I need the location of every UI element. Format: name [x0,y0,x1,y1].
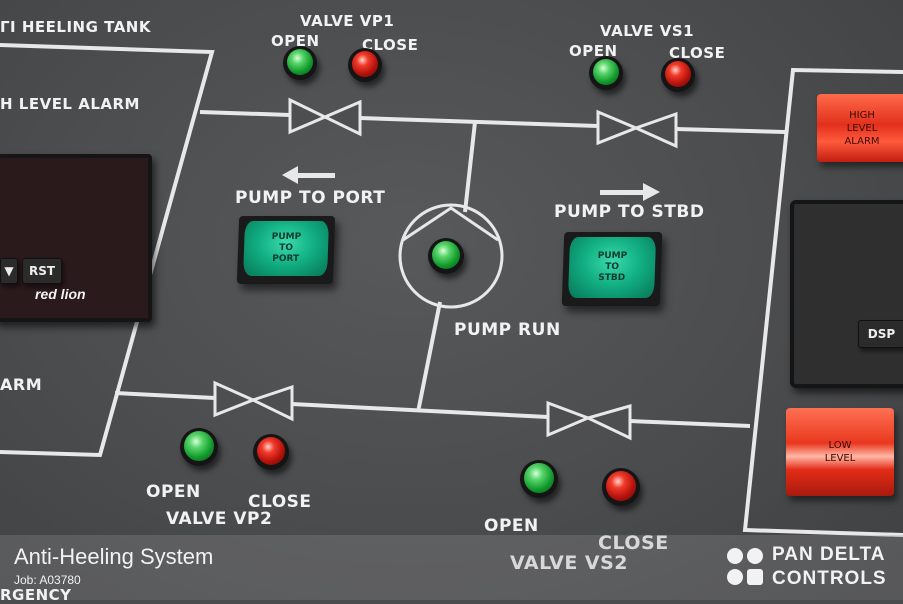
pump-to-stbd-button-line3: STBD [598,273,626,283]
valve-vp1-symbol-right [321,99,362,137]
high-level-alarm-line1: HIGH [849,109,875,121]
left-high-level-alarm-label: H LEVEL ALARM [0,95,140,113]
low-level-line2: LEVEL [824,453,856,464]
valve-vp1-close-label: CLOSE [362,36,419,54]
company-name-line2: CONTROLS [772,568,887,589]
pump-to-stbd-button[interactable]: PUMP TO STBD [561,232,663,306]
valve-vp2-close-indicator [253,434,289,470]
valve-vp1-label: VALVE VP1 [300,12,395,30]
valve-vs2-close-indicator [602,468,640,506]
valve-vp1-symbol-left [288,97,329,135]
high-level-alarm-line3: ALARM [844,135,880,147]
low-level-line1: LOW [828,440,852,451]
valve-vp1-open-label: OPEN [271,32,320,50]
footer-title: Anti-Heeling System [14,544,214,569]
brand-logo: red lion [35,286,86,302]
valve-vs1-open-indicator [589,56,623,90]
pump-to-port-button[interactable]: PUMP TO PORT [236,216,336,284]
valve-vp2-label: VALVE VP2 [166,509,273,529]
pump-to-stbd-button-line2: TO [604,262,620,272]
high-level-alarm-indicator: HIGH LEVEL ALARM [817,94,903,162]
footer-bar [0,535,903,600]
valve-vs2-open-indicator [520,460,558,498]
valve-vp2-close-label: CLOSE [248,492,312,512]
pump-run-label: PUMP RUN [454,320,561,340]
dsp-button[interactable]: DSP [858,320,903,348]
valve-vs2-close-label: CLOSE [598,532,669,554]
pump-to-port-button-line2: TO [278,243,294,253]
valve-vs2-label: VALVE VS2 [510,552,629,574]
company-name-line1: PAN DELTA [772,544,886,565]
valve-vp2-open-indicator [180,428,218,466]
high-level-alarm-line2: LEVEL [846,122,878,134]
rst-button[interactable]: RST [22,258,62,284]
valve-vp1-close-indicator [348,48,382,82]
down-arrow-button[interactable]: ▼ [0,258,18,284]
pump-to-port-button-line3: PORT [272,254,300,264]
valve-vs2-open-label: OPEN [484,516,539,536]
digital-display [0,154,152,322]
pump-to-stbd-label: PUMP TO STBD [554,202,705,222]
company-logo-icon [727,548,763,585]
valve-vs1-open-label: OPEN [569,42,618,60]
valve-vp1-open-indicator [283,46,317,80]
valve-vp2-open-label: OPEN [146,482,201,502]
pump-run-indicator [428,238,464,274]
low-level-indicator: LOW LEVEL [786,408,894,496]
tank-title: ΓI HEELING TANK [0,18,151,36]
emergency-label-partial: RGENCY [0,586,72,604]
valve-vs1-label: VALVE VS1 [600,22,695,40]
left-alarm-label: ARM [0,375,43,394]
pump-to-port-label: PUMP TO PORT [235,188,386,208]
footer-job: Job: A03780 [14,573,81,587]
right-display-housing [790,200,903,388]
valve-vs1-close-indicator [661,58,695,92]
pump-to-stbd-button-line1: PUMP [597,251,628,261]
pump-to-port-button-line1: PUMP [271,232,302,242]
valve-vs1-close-label: CLOSE [669,44,726,62]
